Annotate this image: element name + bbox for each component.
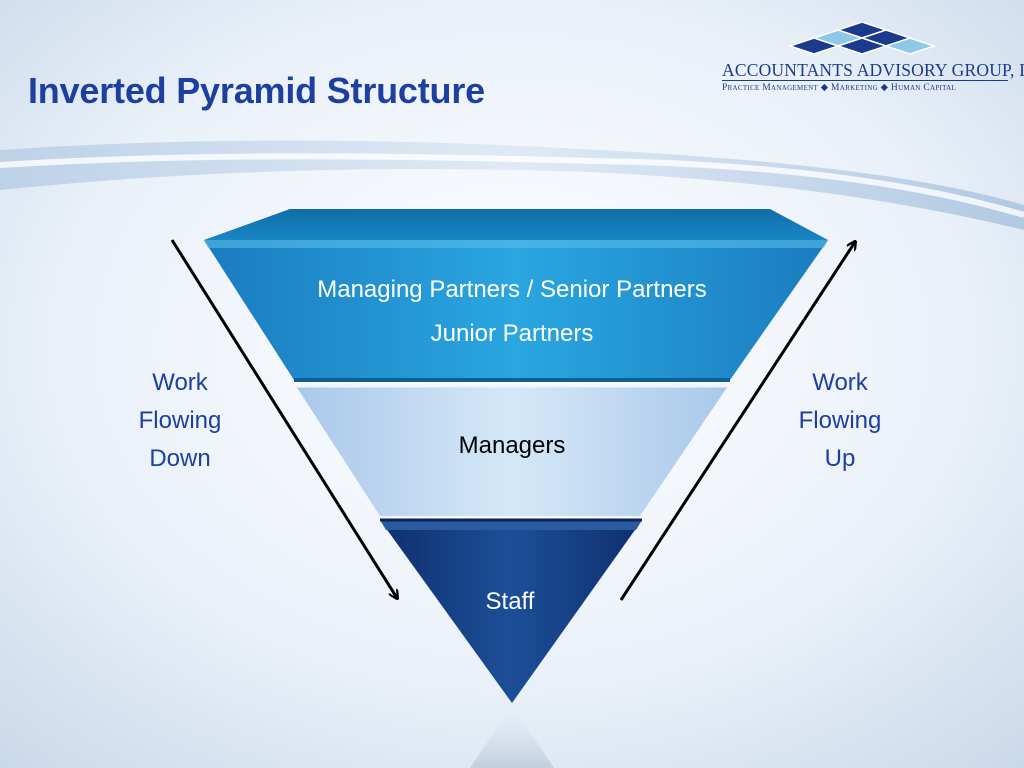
left-flow-label: Work Flowing Down — [120, 364, 240, 478]
logo-divider — [722, 80, 1008, 81]
diamond-logo-icon — [787, 22, 937, 55]
company-logo: ACCOUNTANTS ADVISORY GROUP, LLC Practice… — [720, 22, 1024, 93]
arrow-work-flowing-down — [170, 239, 397, 598]
tier-top-band — [204, 240, 828, 380]
right-flow-label: Work Flowing Up — [780, 364, 900, 478]
company-tagline: Practice Management ◆ Marketing ◆ Human … — [722, 83, 957, 93]
tier-middle-band — [296, 386, 728, 516]
right-flow-line-1: Work — [812, 369, 868, 396]
tier-top-line-2: Junior Partners — [430, 320, 594, 347]
right-flow-line-2: Flowing — [798, 407, 882, 434]
left-flow-line-2: Flowing — [138, 407, 222, 434]
company-name: ACCOUNTANTS ADVISORY GROUP, LLC — [722, 60, 1024, 80]
arrow-work-flowing-up — [619, 242, 855, 601]
tier-middle-label: Managers — [458, 432, 566, 459]
tier-bottom-label: Staff — [485, 588, 535, 615]
left-flow-line-1: Work — [152, 369, 208, 396]
slide-title: Inverted Pyramid Structure — [28, 70, 485, 111]
tier-top-cap — [204, 209, 828, 240]
right-flow-line-3: Up — [824, 445, 856, 472]
tier-top-line-1: Managing Partners / Senior Partners — [317, 276, 707, 303]
tier-bottom-band — [380, 520, 642, 703]
left-flow-line-3: Down — [149, 445, 211, 472]
